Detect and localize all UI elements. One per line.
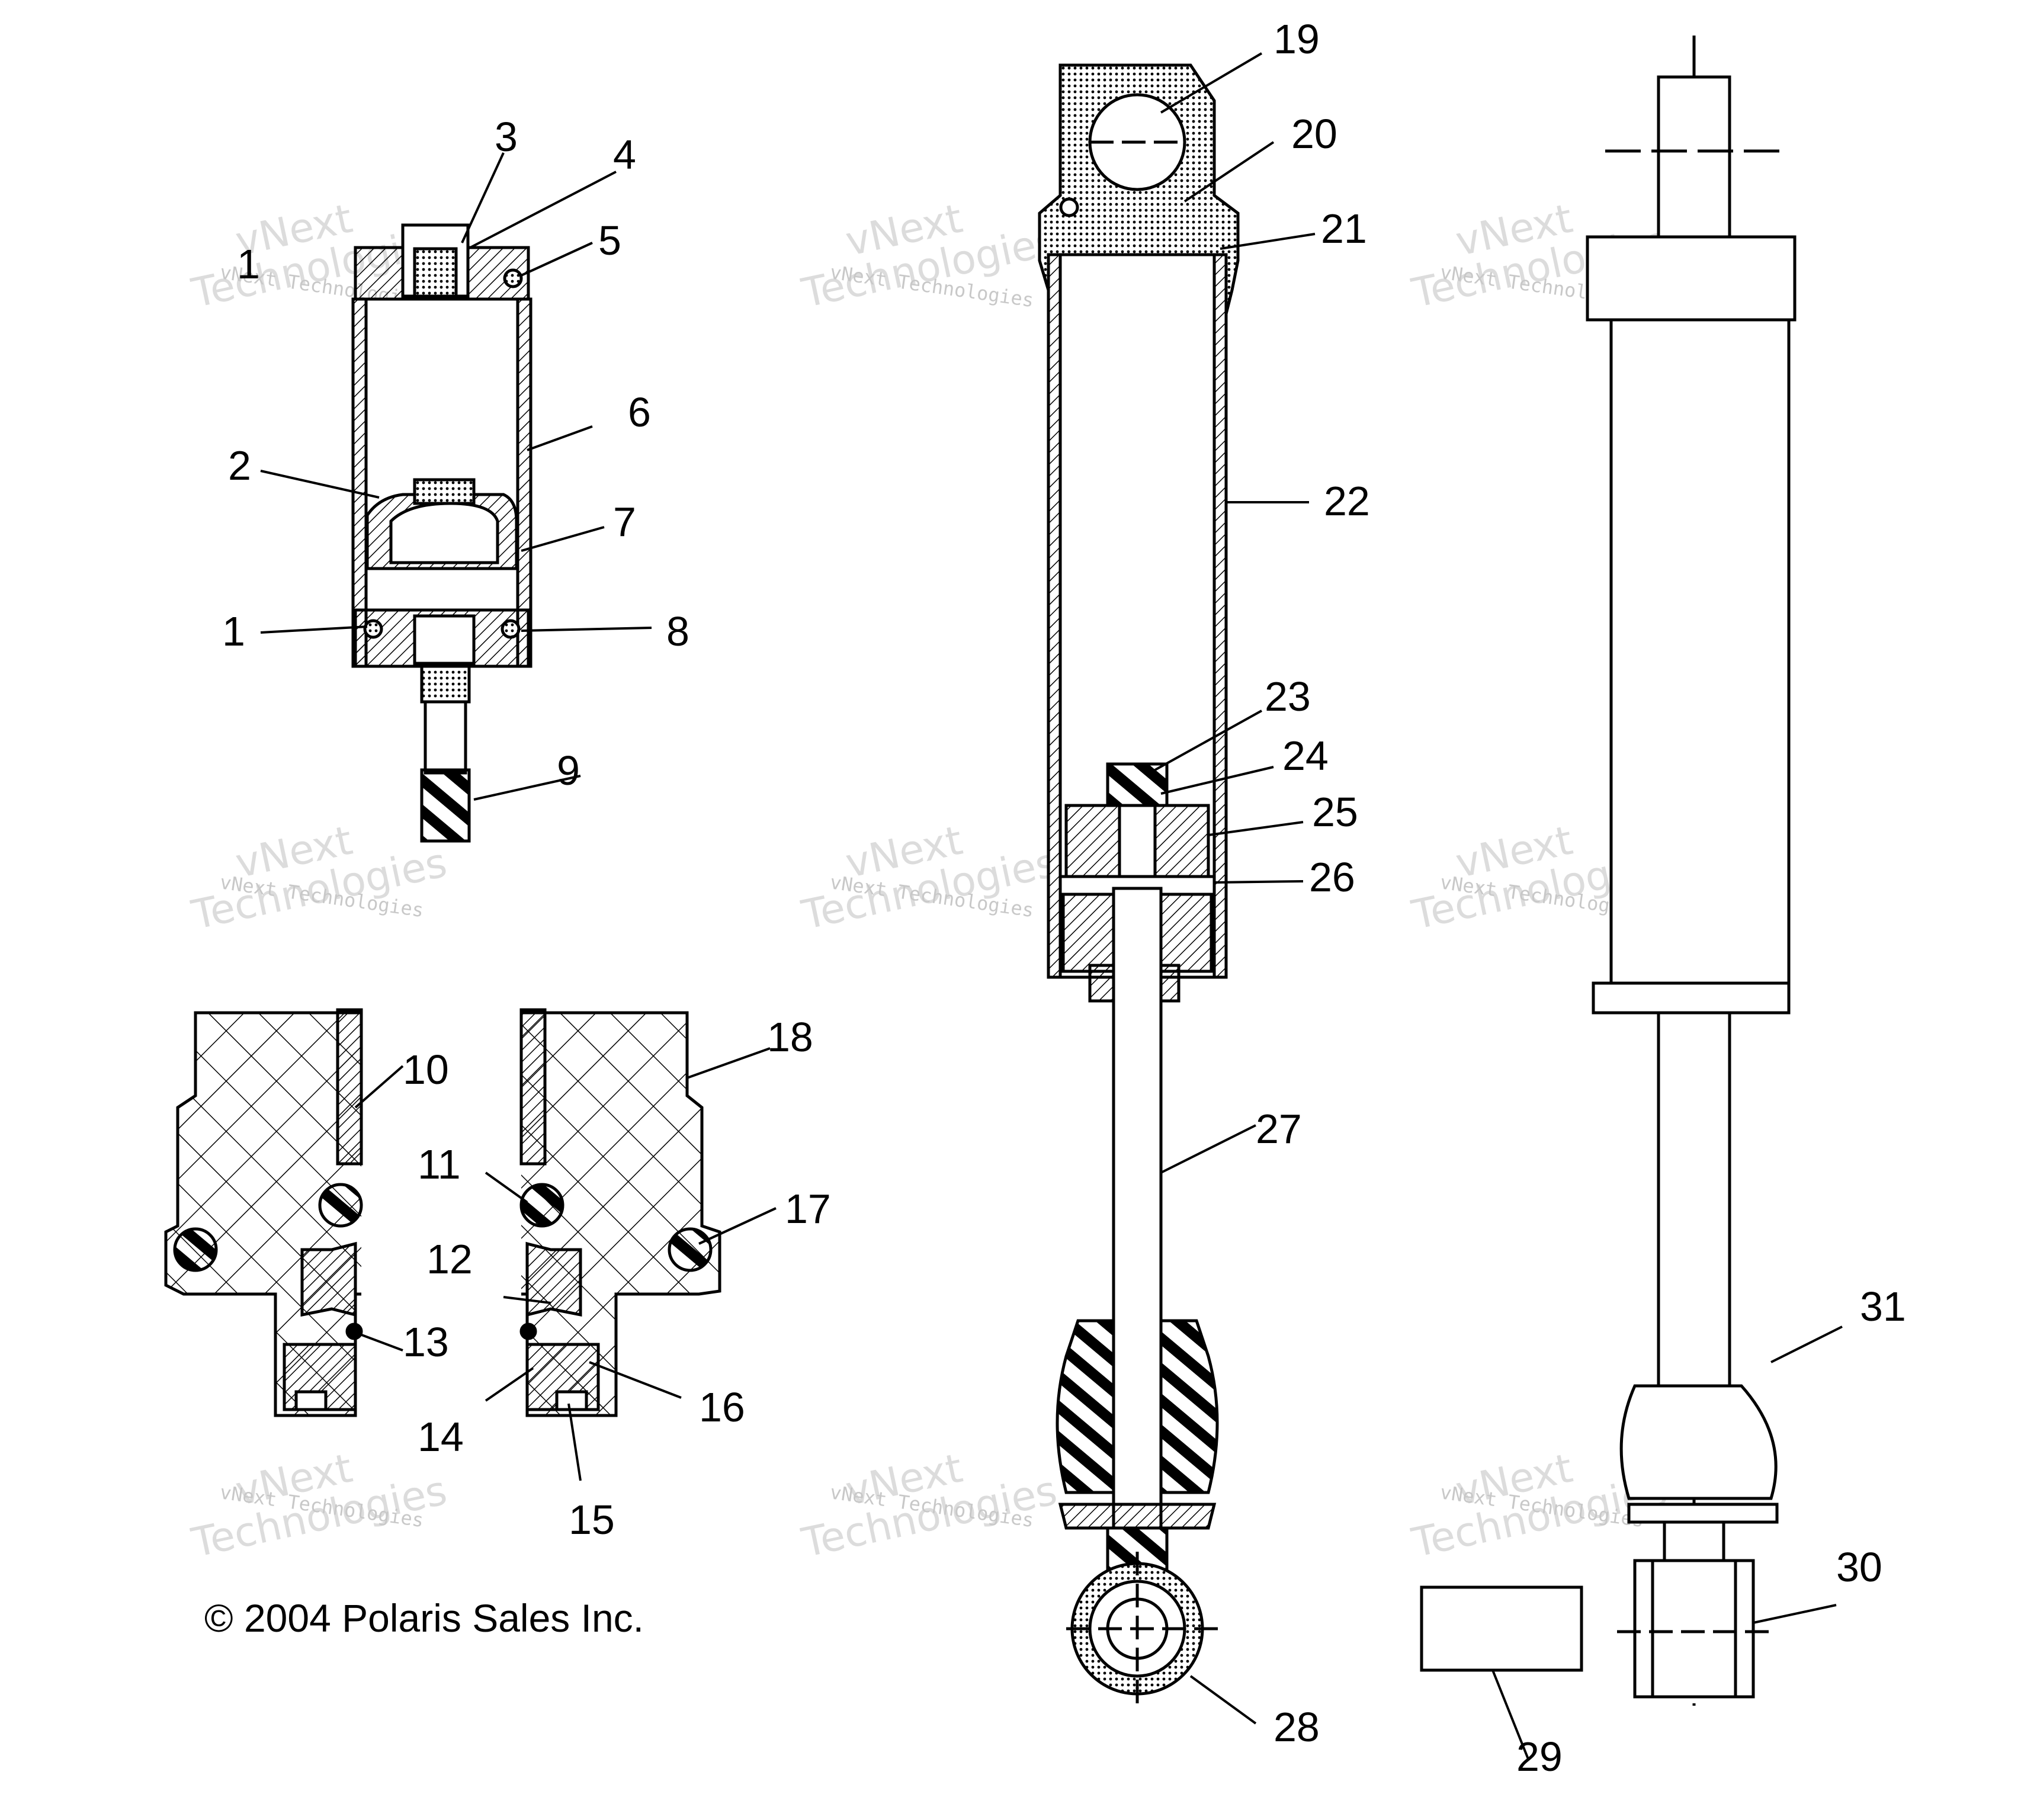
callout-14: 14 <box>418 1414 464 1460</box>
assembled-body-tube <box>1609 318 1791 985</box>
callout-29: 29 <box>1516 1734 1563 1780</box>
callout-24: 24 <box>1282 733 1329 779</box>
callout-11: 11 <box>418 1141 461 1187</box>
copyright-notice: © 2004 Polaris Sales Inc. <box>204 1596 644 1640</box>
assembled-shock <box>1420 36 1797 1706</box>
callout-1b: 1 <box>222 608 245 654</box>
callout-3: 3 <box>495 114 518 160</box>
callout-10: 10 <box>403 1047 449 1093</box>
bottom-collar <box>1592 981 1791 1015</box>
callout-8: 8 <box>666 608 689 654</box>
callout-26: 26 <box>1309 854 1355 900</box>
callout-2: 2 <box>228 442 251 489</box>
bump-stop <box>1056 1319 1115 1494</box>
spacer-sleeve <box>1420 1585 1583 1672</box>
leader-lines <box>260 52 1843 1760</box>
callout-12: 12 <box>426 1236 473 1282</box>
callout-1a: 1 <box>237 241 260 287</box>
callout-19: 19 <box>1273 16 1320 62</box>
callout-5: 5 <box>598 217 621 264</box>
assembled-bump-stop <box>1619 1384 1778 1500</box>
callout-21: 21 <box>1321 206 1367 252</box>
top-collar <box>1586 235 1797 322</box>
shock-shaft <box>1112 887 1163 1530</box>
piston-nut <box>1106 762 1169 807</box>
callout-31: 31 <box>1860 1283 1906 1330</box>
reservoir-assembly <box>351 223 532 843</box>
callout-18: 18 <box>767 1014 813 1060</box>
callout-13: 13 <box>403 1319 449 1365</box>
callout-20: 20 <box>1291 111 1337 157</box>
callout-9: 9 <box>557 747 580 794</box>
assembled-washer <box>1627 1503 1779 1524</box>
callout-25: 25 <box>1312 789 1358 835</box>
callout-27: 27 <box>1256 1106 1302 1152</box>
callout-23: 23 <box>1265 673 1311 720</box>
seal-head-detail <box>164 1007 721 1421</box>
callout-15: 15 <box>569 1497 615 1543</box>
shaft-wall-left <box>336 1008 363 1166</box>
callout-28: 28 <box>1273 1704 1320 1750</box>
callout-numbers: 1 3 4 5 6 2 7 1 8 9 10 11 12 13 14 15 16… <box>222 16 1906 1780</box>
callout-22: 22 <box>1324 478 1370 524</box>
top-stud <box>1657 75 1731 239</box>
reservoir-hose <box>420 768 471 843</box>
lower-bushing <box>1633 1559 1755 1699</box>
hose-fitting <box>420 665 471 704</box>
callout-4: 4 <box>613 131 636 178</box>
shock-body-assembly <box>1038 63 1240 1712</box>
callout-17: 17 <box>785 1186 831 1232</box>
callout-16: 16 <box>699 1384 745 1430</box>
shaft-wall-right <box>519 1008 547 1166</box>
callout-6: 6 <box>628 389 651 435</box>
callout-7: 7 <box>613 499 636 545</box>
assembled-shaft <box>1657 1011 1731 1388</box>
callout-30: 30 <box>1836 1544 1882 1590</box>
